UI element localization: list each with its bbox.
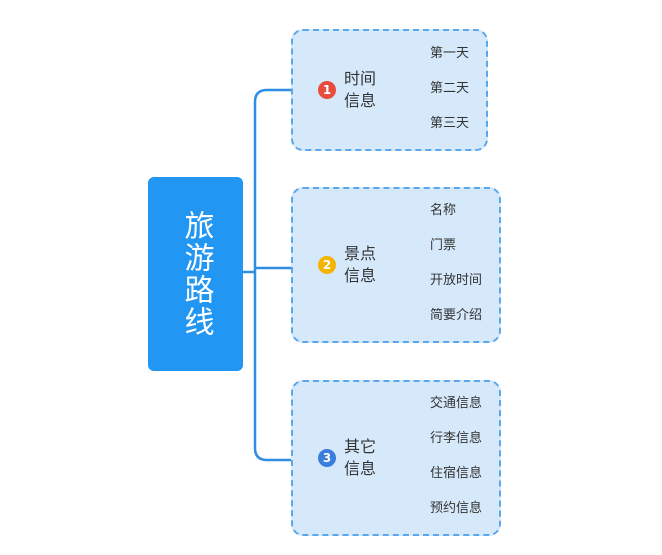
- leaf-item[interactable]: 交通信息: [430, 396, 483, 411]
- leaf-item[interactable]: 第三天: [430, 116, 470, 131]
- topic-label: 景点信息: [344, 244, 377, 285]
- root-node[interactable]: 旅游路线: [148, 177, 243, 371]
- group-attraction-info[interactable]: [291, 187, 501, 343]
- topic-attraction-info[interactable]: 2 景点信息: [318, 243, 380, 287]
- number-1-icon: 1: [318, 81, 336, 99]
- topic-label: 时间信息: [344, 69, 377, 110]
- number-3-icon: 3: [318, 449, 336, 467]
- topic-other-info[interactable]: 3 其它信息: [318, 436, 380, 480]
- leaf-item[interactable]: 住宿信息: [430, 466, 483, 481]
- leaf-item[interactable]: 简要介绍: [430, 308, 483, 323]
- leaf-item[interactable]: 第二天: [430, 81, 470, 96]
- leaf-item[interactable]: 行李信息: [430, 431, 483, 446]
- leaf-item[interactable]: 开放时间: [430, 273, 483, 288]
- number-2-icon: 2: [318, 256, 336, 274]
- leaf-item[interactable]: 第一天: [430, 46, 470, 61]
- topic-label: 其它信息: [344, 437, 377, 478]
- leaf-item[interactable]: 门票: [430, 238, 457, 253]
- root-title: 旅游路线: [178, 210, 214, 338]
- leaf-item[interactable]: 预约信息: [430, 501, 483, 516]
- topic-time-info[interactable]: 1 时间信息: [318, 68, 380, 112]
- leaf-item[interactable]: 名称: [430, 203, 457, 218]
